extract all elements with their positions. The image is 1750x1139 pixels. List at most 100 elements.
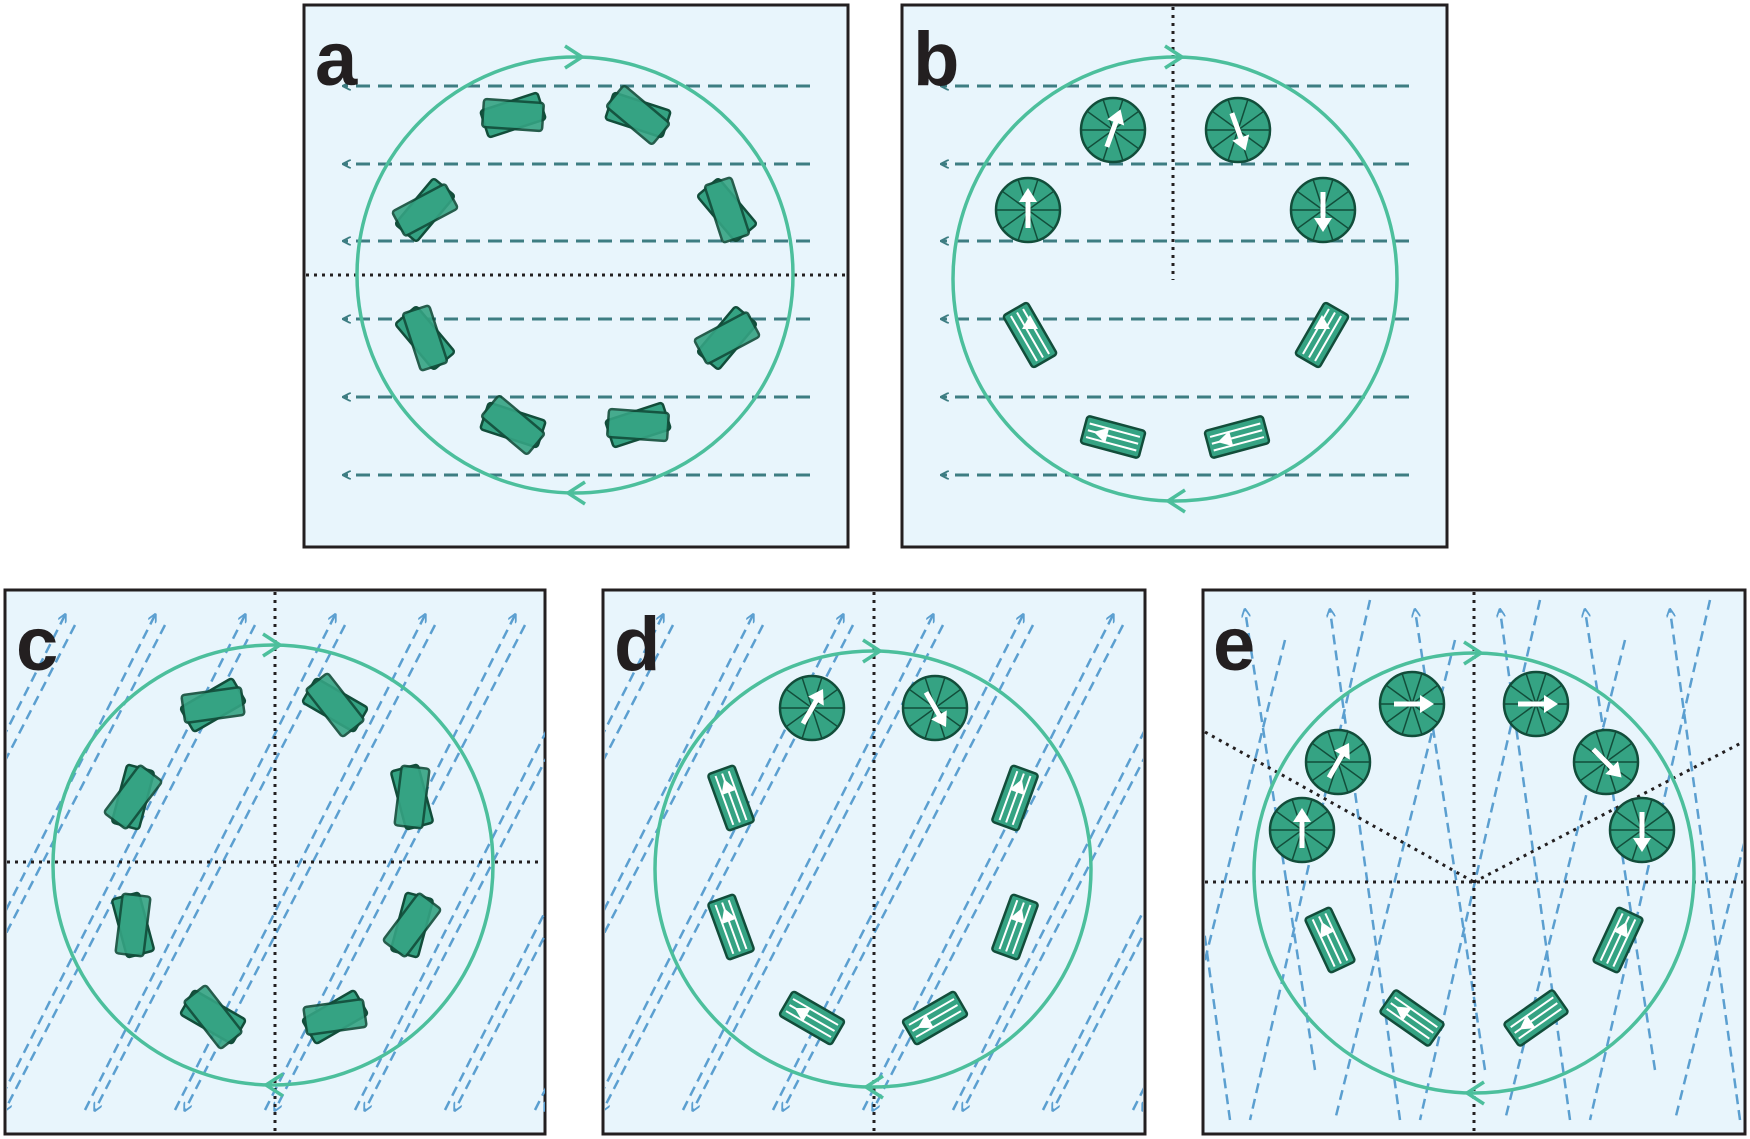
element-arrow	[1019, 188, 1037, 228]
element-spoke	[1385, 684, 1413, 705]
element-spoke	[1112, 110, 1140, 131]
element-spoke	[1579, 761, 1607, 782]
element-spoke	[1337, 761, 1349, 793]
field-arrow	[605, 615, 753, 911]
field-arrow	[455, 932, 545, 1110]
element-arrow-head	[1019, 188, 1037, 202]
element-spoke	[1112, 129, 1124, 161]
magnetic-element	[179, 677, 247, 733]
magnetic-element	[778, 674, 846, 742]
element-stripe	[714, 904, 735, 955]
field-arrow	[605, 615, 843, 1090]
magnetic-element	[901, 990, 969, 1046]
field-arrow	[861, 615, 1113, 1111]
magnetic-element	[394, 304, 456, 372]
magnetic-element	[301, 989, 369, 1045]
field-arrow	[693, 624, 945, 1110]
elements	[103, 672, 442, 1050]
element-spoke	[1211, 110, 1239, 131]
field-arrow	[605, 624, 855, 1110]
element-arrow-head	[1334, 742, 1350, 760]
element-stripe	[1510, 996, 1554, 1028]
element-spoke	[1595, 761, 1607, 793]
circle-arrowhead-top	[1164, 44, 1186, 70]
rotation-circle	[355, 44, 795, 506]
element-spoke	[785, 688, 813, 709]
magnetic-element	[707, 764, 755, 832]
magnetic-element	[1294, 301, 1350, 369]
element-spoke	[1641, 829, 1669, 850]
element-body-twist	[605, 84, 671, 146]
element-spoke	[924, 707, 936, 739]
element-stripe	[1022, 308, 1050, 355]
element-spoke	[1296, 209, 1324, 230]
element-stripe	[1085, 436, 1137, 452]
magnetic-element	[1572, 728, 1640, 796]
panel-label: a	[315, 17, 358, 102]
panel-label: d	[614, 602, 660, 687]
element-arrow-head	[1395, 1006, 1412, 1022]
circle-arrowhead-top	[1463, 640, 1485, 666]
element-spoke	[1525, 673, 1537, 705]
magnetic-element	[1203, 415, 1271, 459]
field-arrow	[7, 624, 257, 1110]
field-arrow	[365, 758, 545, 1110]
magnetic-element	[390, 763, 434, 831]
element-stripe	[915, 1010, 962, 1038]
element-spoke	[1509, 703, 1537, 724]
magnetic-element	[1503, 989, 1569, 1047]
field-line	[1205, 639, 1287, 966]
element-arrow-head	[1217, 430, 1234, 447]
field-line	[1673, 842, 1743, 1121]
element-spoke	[1337, 761, 1365, 782]
magnetic-element	[391, 177, 459, 243]
element-arrow	[1314, 315, 1330, 329]
divider-oblique-left	[1204, 730, 1475, 884]
element-spoke	[1102, 99, 1114, 131]
element-arrow-head	[1293, 808, 1311, 822]
element-body-twist	[305, 672, 365, 738]
element-spoke	[1509, 684, 1537, 705]
element-arrow-head	[1093, 427, 1110, 444]
field-arrow	[7, 624, 167, 935]
element-stripe	[1010, 315, 1038, 362]
field-arrow	[951, 731, 1143, 1111]
magnetic-element	[1002, 301, 1058, 369]
field-arrow	[963, 758, 1143, 1110]
element-arrow	[1518, 695, 1558, 713]
element-body-twist	[302, 998, 368, 1036]
magnetic-element	[179, 984, 247, 1050]
element-body-twist	[393, 764, 431, 830]
panel-label: b	[913, 17, 959, 102]
element-arrow	[1009, 908, 1025, 925]
field-arrow	[263, 615, 515, 1111]
panel-a: a	[302, 3, 850, 549]
element-arrow	[1009, 779, 1025, 796]
element-spoke	[1237, 99, 1249, 131]
element-stripe	[1314, 315, 1342, 362]
magnetic-element	[604, 84, 672, 146]
element-arrow-head	[1009, 779, 1025, 796]
panel-c: c	[3, 588, 547, 1136]
element-arrow-head	[1605, 761, 1622, 778]
field-arrow	[95, 624, 347, 1110]
circle-arrowhead-top	[262, 632, 284, 658]
element-body-twist	[606, 407, 670, 443]
element-spoke	[1301, 810, 1329, 831]
magnetic-element	[1204, 96, 1272, 164]
element-spoke	[908, 707, 936, 728]
element-arrow-head	[1314, 315, 1330, 329]
circle-arrowhead-top	[862, 638, 884, 664]
element-body-twist	[114, 892, 152, 958]
element-stripe	[1308, 311, 1336, 359]
element-arrow	[1320, 921, 1335, 938]
magnetic-element	[1079, 415, 1147, 459]
element-arrow	[1613, 921, 1628, 938]
element-body-twist	[103, 764, 163, 830]
element-spoke	[1027, 209, 1055, 230]
element-stripe	[998, 899, 1019, 950]
rotation-circle-path	[1252, 651, 1696, 1095]
element-arrow	[794, 1008, 811, 1022]
element-stripe	[1213, 436, 1265, 452]
element-spoke	[1275, 810, 1303, 831]
